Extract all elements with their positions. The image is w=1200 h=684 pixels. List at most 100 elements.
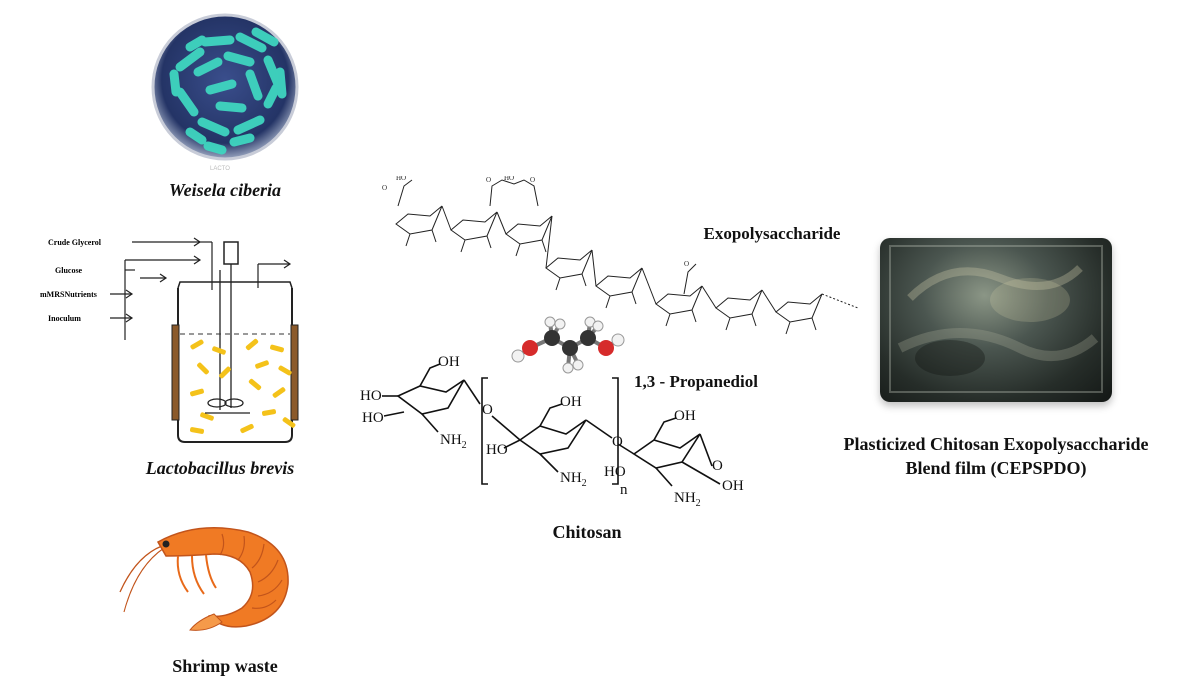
lactobacillus-rod <box>261 409 277 416</box>
sugar-ring <box>595 267 643 297</box>
svg-text:O: O <box>382 184 387 192</box>
svg-text:NH2: NH2 <box>440 432 467 451</box>
svg-text:HO: HO <box>486 442 508 458</box>
svg-text:NH2: NH2 <box>674 490 701 509</box>
hydroxyl-bond <box>691 309 697 323</box>
film-caption-line2: Blend film (CEPSPDO) <box>905 458 1087 478</box>
bacterium-rod <box>169 69 181 97</box>
bacterium-rod <box>175 87 199 117</box>
lactobacillus-rod <box>245 338 259 351</box>
bacterium-rod <box>205 79 237 95</box>
input-label-inoculum: Inoculum <box>48 314 81 323</box>
blend-film-photo <box>880 238 1112 402</box>
sugar-ring <box>450 211 498 241</box>
svg-text:HO: HO <box>396 176 406 182</box>
bioreactor-diagram: Crude Glycerol Glucose mMRSNutrients Ino… <box>40 230 340 450</box>
svg-text:OH: OH <box>560 394 582 410</box>
exopolysaccharide-caption: Exopolysaccharide <box>703 224 841 243</box>
bacterium-rod <box>275 67 287 99</box>
exopolysaccharide-structure: O HO O HO O O <box>378 174 868 356</box>
lactobacillus-rod <box>255 360 269 369</box>
weissella-caption: Weisela ciberia <box>168 180 282 200</box>
hydroxyl-bond <box>555 277 561 291</box>
svg-text:HO: HO <box>604 464 626 480</box>
shrimp-icon <box>119 527 289 631</box>
bacterium-rod <box>203 141 227 155</box>
hydroxyl-bond <box>725 317 731 331</box>
bacterium-rod <box>233 115 265 135</box>
lactobacillus-rod <box>270 344 284 353</box>
hydroxyl-bond <box>751 313 757 327</box>
glycosidic-bond <box>545 215 553 269</box>
input-label-crude-glycerol: Crude Glycerol <box>48 238 102 247</box>
lactobacillus-rod <box>212 346 226 355</box>
hydroxyl-bond <box>581 273 587 287</box>
svg-text:OH: OH <box>438 354 460 370</box>
chitosan-structure: OH HO HO NH2 O OH HO NH2 n O OH HO NH2 O… <box>360 352 760 522</box>
bacterium-rod <box>185 127 207 145</box>
shrimp-illustration <box>118 522 308 634</box>
bacterium-rod <box>175 47 205 72</box>
lactobacillus-rod <box>272 387 286 398</box>
sugar-ring <box>505 215 553 245</box>
sugar-ring <box>775 293 823 323</box>
svg-text:O: O <box>712 458 723 474</box>
svg-text:n: n <box>620 482 628 498</box>
hydroxyl-bond <box>785 321 791 335</box>
bacterium-rod <box>215 101 247 113</box>
sugar-ring <box>395 205 443 235</box>
lactobacillus-rod <box>248 378 262 391</box>
bacterium-rod <box>263 83 281 109</box>
svg-text:O: O <box>486 176 491 184</box>
bacterium-rod <box>229 133 255 147</box>
lactobacillus-caption: Lactobacillus brevis <box>145 458 295 478</box>
svg-text:O: O <box>612 434 623 450</box>
hydroxyl-bond <box>811 317 817 331</box>
hydroxyl-bond <box>665 313 671 327</box>
hydroxyl-bond <box>405 233 411 247</box>
svg-text:OH: OH <box>722 478 744 494</box>
bacterium-rod <box>185 35 207 52</box>
hydroxyl-bond <box>460 239 466 253</box>
lactobacillus-rod <box>190 339 204 350</box>
petri-tiny-label: LACTO <box>210 166 230 172</box>
lactobacillus-rod <box>200 412 214 421</box>
chitosan-caption: Chitosan <box>552 522 622 542</box>
hydroxyl-bond <box>486 235 492 249</box>
shrimp-caption: Shrimp waste <box>172 656 278 676</box>
sugar-ring <box>545 249 593 279</box>
film-caption-line1: Plasticized Chitosan Exopolysaccharide <box>843 434 1149 454</box>
svg-text:O: O <box>684 260 689 268</box>
lactobacillus-rod <box>197 362 209 375</box>
hydroxyl-bond <box>541 239 547 253</box>
input-label-nutrients: mMRSNutrients <box>40 290 97 299</box>
bacterium-rod <box>235 32 267 53</box>
glycosidic-bond <box>496 211 507 235</box>
bacterium-rod <box>193 57 223 77</box>
bacteria-culture-icon <box>151 13 299 161</box>
lactobacillus-rod <box>240 423 254 434</box>
glycosidic-bond <box>701 285 717 309</box>
bacterium-rod <box>245 69 263 101</box>
bacterium-rod <box>223 51 255 67</box>
svg-text:O: O <box>530 176 535 184</box>
hydroxyl-bond <box>515 243 521 257</box>
lactobacillus-rod <box>190 388 204 397</box>
lactobacillus-rod <box>219 366 231 379</box>
lactobacillus-rod <box>278 365 292 376</box>
lactobacillus-rod <box>282 417 296 428</box>
lactobacillus-rod <box>189 427 205 434</box>
propanediol-model <box>508 312 628 382</box>
hydroxyl-bond <box>431 229 437 243</box>
bacterium-rod <box>200 35 235 47</box>
bacterium-rod <box>197 117 230 137</box>
svg-text:O: O <box>482 402 493 418</box>
svg-text:HO: HO <box>504 176 514 182</box>
glycosidic-bond <box>591 249 597 287</box>
svg-text:HO: HO <box>360 388 382 404</box>
bacterium-rod <box>251 27 279 47</box>
svg-text:NH2: NH2 <box>560 470 587 489</box>
hydroxyl-bond <box>605 295 611 309</box>
sugar-ring <box>715 289 763 319</box>
propanediol-caption: 1,3 - Propanediol <box>634 372 758 391</box>
